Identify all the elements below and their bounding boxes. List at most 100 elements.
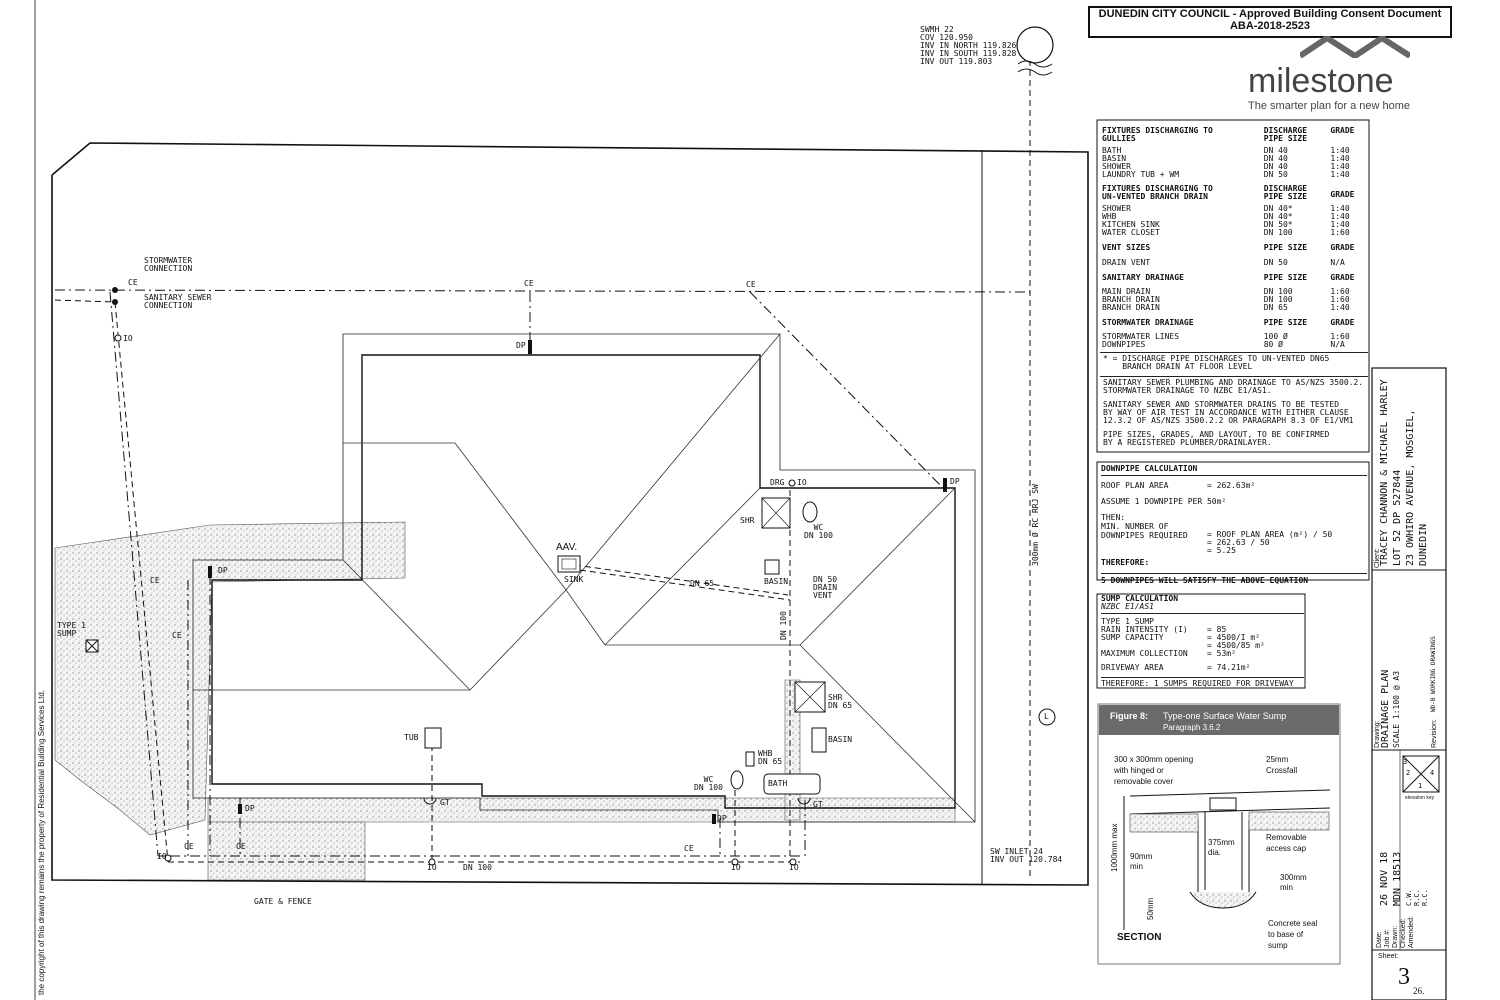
job-value: MDN 18513 [1392,851,1403,906]
rain-intensity-label: RAIN INTENSITY (I) [1101,625,1188,634]
spec-note-2: SANITARY SEWER AND STORMWATER DRAINS TO … [1103,400,1354,425]
consent-stamp: DUNEDIN CITY COUNCIL - Approved Building… [1088,6,1452,38]
dp-label-3: DP [950,477,960,486]
fig-crossfall-label: 25mm Crossfall [1266,755,1298,775]
tub-label: TUB [404,733,419,742]
fig-dia-label: 375mm dia. [1208,838,1235,857]
stamp-line1: DUNEDIN CITY COUNCIL - Approved Building… [1098,8,1442,20]
sump-capacity-label: SUMP CAPACITY [1101,633,1164,642]
manhole-inv-north: INV IN NORTH 119.826 [920,41,1017,50]
manhole-id: SWMH 22 [920,25,954,34]
elev-num-top: 3 [1403,758,1408,766]
fig-90mm-label: 90mm min [1130,852,1153,871]
fig-opening-label: 300 x 300mm opening with hinged or remov… [1114,755,1194,786]
ce-label-6: CE [184,842,194,851]
logo-tagline: The smarter plan for a new home [1248,100,1411,112]
revision-value: WD-B WORKING DRAWINGS [1430,636,1437,712]
therefore-text: THEREFORE: [1101,558,1150,567]
stormwater-connection-label: STORMWATER CONNECTION [144,256,193,273]
figure8-title: Type-one Surface Water Sump [1163,711,1287,721]
manhole-inv-out: INV OUT 119.803 [920,57,993,66]
spec-footnote: * = DISCHARGE PIPE DISCHARGES TO UN-VENT… [1100,352,1368,373]
sec3-col2: PIPE SIZE [1263,243,1308,252]
io-label-4: IO [427,863,437,872]
downpipe-result: 5 DOWNPIPES WILL SATISFY THE ABOVE EQUAT… [1101,573,1367,585]
sec3-col3: GRADE [1330,243,1355,252]
gate-fence-label: GATE & FENCE [254,897,312,906]
io-label-6: IO [789,863,799,872]
manhole-inv-south: INV IN SOUTH 119.828 [920,49,1017,58]
sec1-col3: GRADE [1330,126,1355,135]
wc-dn100-label: WC DN 100 [804,523,833,540]
basin-label: BASIN [764,577,789,586]
io-label-2: IO [797,478,807,487]
site-boundary [51,142,1089,886]
shr-label: SHR [740,516,755,525]
sec5-title: STORMWATER DRAINAGE [1102,318,1194,327]
ce-label-7: CE [236,842,246,851]
sump-calculation: SUMP CALCULATION NZBC E1/AS1 TYPE 1 SUMP… [1101,595,1304,688]
whb-dn65-label: WHB DN 65 [758,749,783,766]
elev-num-bottom: 1 [1418,782,1423,790]
bath-label: BATH [768,779,788,788]
sump-title: SUMP CALCULATION [1101,594,1179,603]
drawing-title: DRAINAGE PLAN [1380,669,1391,748]
downpipe-calculation: DOWNPIPE CALCULATION ROOF PLAN AREA= 262… [1101,464,1367,585]
amended-label: Amended: [1408,916,1415,948]
sink-label: SINK [564,575,584,584]
sec5-col3: GRADE [1330,318,1355,327]
min-downpipes-label: MIN. NUMBER OF DOWNPIPES REQUIRED [1101,522,1188,540]
client-lot: LOT 52 DP 527844 [1392,469,1403,566]
drawn-label: Drawn: [1392,925,1399,948]
dn50-vent-label: DN 50 DRAIN VENT [813,575,838,600]
logo-mark [1298,34,1412,60]
dp-label-1: DP [516,341,526,350]
drawing-scale: SCALE 1:100 @ A3 [1392,670,1401,748]
copyright-note: the copyright of this drawing remains th… [37,689,46,995]
wc2-symbol [730,770,744,790]
driveway-front [207,821,366,881]
fig-seal-label: Concrete seal to base of sump [1268,919,1318,950]
checked-label: Checked: [1400,918,1407,948]
client-address: 23 OWHIRO AVENUE, MOSGIEL, [1405,409,1416,566]
revision-label: Revision: [1431,719,1438,748]
wc-dn100-label-2: WC DN 100 [694,775,723,792]
io-label-5: IO [731,863,741,872]
shr-dn65-label: SHR DN 65 [828,693,853,710]
stamp-line2: ABA-2018-2523 [1229,20,1311,32]
manhole-cov: COV 120.950 [920,33,973,42]
ce-label-3: CE [746,280,756,289]
max-collection-value: = 53m² [1207,649,1236,658]
manhole-info: SWMH 22 COV 120.950 INV IN NORTH 119.826… [920,26,1016,66]
sink-symbol [557,555,581,573]
sec5-col2: PIPE SIZE [1263,318,1308,327]
dp-label-4: DP [245,804,255,813]
roof-area-label: ROOF PLAN AREA [1101,481,1169,490]
type1-sump-label: TYPE 1 SUMP [57,621,86,638]
gt-label-2: GT [813,800,823,809]
figure8-number: Figure 8: [1110,711,1149,721]
figure8-paragraph: Paragraph 3.6.2 [1163,723,1221,732]
sump-type: TYPE 1 SUMP [1101,617,1154,626]
drawn-value: C.W. [1405,889,1413,906]
job-label: Job #: [1384,928,1391,948]
tub-symbol [424,727,442,749]
elev-num-right: 4 [1430,769,1435,777]
amended-value: R.C. [1421,889,1429,906]
assume-text: ASSUME 1 DOWNPIPE PER 50m² [1101,497,1227,506]
fig-300mm-label: 300mm min [1280,873,1307,892]
sec1-title: FIXTURES DISCHARGING TO GULLIES [1102,126,1213,143]
driveway-area-label: DRIVEWAY AREA [1101,663,1164,672]
sec2-col2: DISCHARGE PIPE SIZE [1263,184,1308,201]
sec1-col2: DISCHARGE PIPE SIZE [1263,126,1308,143]
